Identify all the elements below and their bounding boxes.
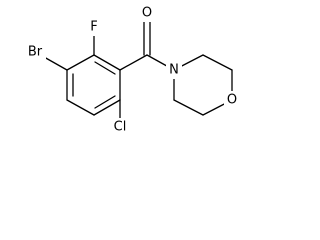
bond-c1-c2 bbox=[93, 54, 121, 71]
atom-f: F bbox=[87, 18, 101, 36]
atom-br: Br bbox=[24, 43, 46, 61]
atom-label-f: F bbox=[90, 20, 97, 35]
bond-c5-c6-inner bbox=[94, 95, 116, 109]
bond-c-lower-c bbox=[173, 99, 204, 116]
bond-c1-carbonyl bbox=[119, 54, 148, 71]
benzene-ring bbox=[66, 54, 121, 116]
atom-label-cl: Cl bbox=[114, 120, 127, 135]
atom-o-carbonyl: O bbox=[140, 4, 156, 22]
bond-c5-c6 bbox=[93, 99, 121, 116]
bond-c4-c5 bbox=[66, 99, 95, 116]
chemical-structure: Br F O N O Cl bbox=[24, 4, 240, 136]
bond-c3-br bbox=[43, 56, 68, 71]
bond-c-upper-c bbox=[202, 54, 233, 71]
morpholine-ring bbox=[173, 54, 233, 116]
bond-c2-c3 bbox=[66, 54, 95, 71]
bond-c1-c2-inner bbox=[94, 61, 116, 75]
atom-cl: Cl bbox=[110, 118, 130, 136]
atom-label-br: Br bbox=[28, 45, 43, 60]
atom-n: N bbox=[166, 61, 182, 79]
atom-label-n: N bbox=[169, 63, 179, 78]
atom-label-o-ring: O bbox=[227, 93, 237, 108]
atom-label-o-carbonyl: O bbox=[142, 6, 152, 21]
atom-o-ring: O bbox=[224, 91, 240, 109]
